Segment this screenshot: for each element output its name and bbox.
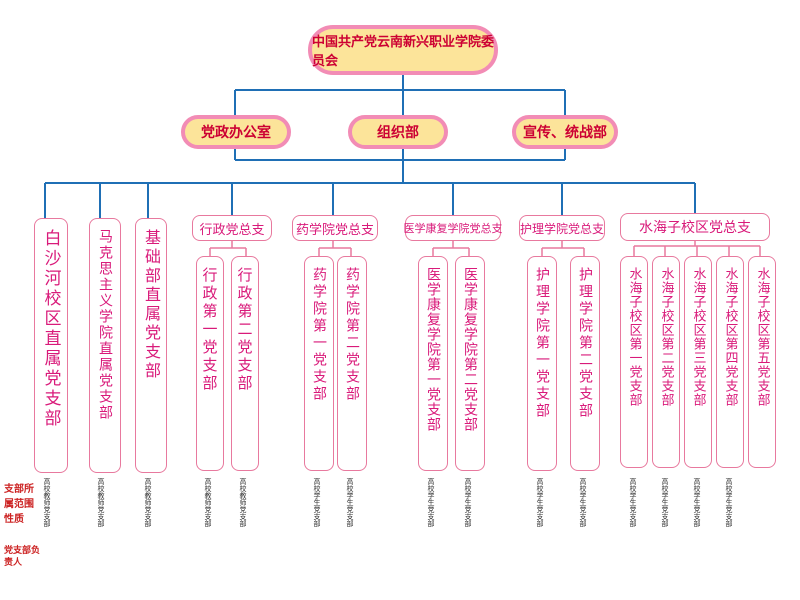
branch-foundation: 基础部直属党支部 <box>135 218 167 473</box>
branch-marxism: 马克思主义学院直属党支部 <box>89 218 121 473</box>
branch-shuihaizi-2: 水海子校区第二党支部 <box>652 256 680 468</box>
group-nursing: 护理学院党总支 <box>519 215 605 241</box>
party-committee-title: 中国共产党云南新兴职业学院委员会 <box>308 25 498 75</box>
dept-organization: 组织部 <box>348 115 448 149</box>
branch-shuihaizi-1: 水海子校区第一党支部 <box>620 256 648 468</box>
branch-baishahe: 白沙河校区直属党支部 <box>34 218 68 473</box>
branch-admin-1: 行政第一党支部 <box>196 256 224 471</box>
branch-medical-rehab-2: 医学康复学院第二党支部 <box>455 256 485 471</box>
note-foundation: 高校教师党支部 <box>144 478 152 527</box>
branch-medical-rehab-1: 医学康复学院第一党支部 <box>418 256 448 471</box>
branch-shuihaizi-4: 水海子校区第四党支部 <box>716 256 744 468</box>
note-shuihaizi-4: 高校学生党支部 <box>725 478 733 527</box>
legend-line-3: 性质 <box>4 514 24 525</box>
legend-line-2: 属范围 <box>4 499 34 510</box>
branch-nursing-1: 护理学院第一党支部 <box>527 256 557 471</box>
branch-shuihaizi-5: 水海子校区第五党支部 <box>748 256 776 468</box>
note-baishahe: 高校教师党支部 <box>43 478 51 527</box>
note-pharmacy-2: 高校学生党支部 <box>346 478 354 527</box>
branch-nursing-2: 护理学院第二党支部 <box>570 256 600 471</box>
group-shuihaizi: 水海子校区党总支 <box>620 213 770 241</box>
legend-line-1: 支部所 <box>4 484 34 495</box>
group-medical-rehab: 医学康复学院党总支 <box>404 215 503 241</box>
branch-shuihaizi-3: 水海子校区第三党支部 <box>684 256 712 468</box>
dept-publicity: 宣传、统战部 <box>512 115 618 149</box>
branch-pharmacy-1: 药学院第一党支部 <box>304 256 334 471</box>
branch-pharmacy-2: 药学院第二党支部 <box>337 256 367 471</box>
note-nursing-1: 高校学生党支部 <box>536 478 544 527</box>
dept-party-office: 党政办公室 <box>181 115 291 149</box>
note-shuihaizi-3: 高校学生党支部 <box>693 478 701 527</box>
note-medical-2: 高校学生党支部 <box>464 478 472 527</box>
legend-leader: 党支部负责人 <box>4 546 41 568</box>
note-admin-2: 高校教师党支部 <box>239 478 247 527</box>
note-admin-1: 高校教师党支部 <box>204 478 212 527</box>
branch-admin-2: 行政第二党支部 <box>231 256 259 471</box>
note-marxism: 高校教师党支部 <box>97 478 105 527</box>
note-shuihaizi-2: 高校学生党支部 <box>661 478 669 527</box>
note-pharmacy-1: 高校学生党支部 <box>313 478 321 527</box>
note-nursing-2: 高校学生党支部 <box>579 478 587 527</box>
legend-scope: 支部所 属范围 性质 <box>4 482 34 527</box>
group-pharmacy: 药学院党总支 <box>292 215 378 241</box>
note-shuihaizi-1: 高校学生党支部 <box>629 478 637 527</box>
note-medical-1: 高校学生党支部 <box>427 478 435 527</box>
group-admin: 行政党总支 <box>192 215 272 241</box>
